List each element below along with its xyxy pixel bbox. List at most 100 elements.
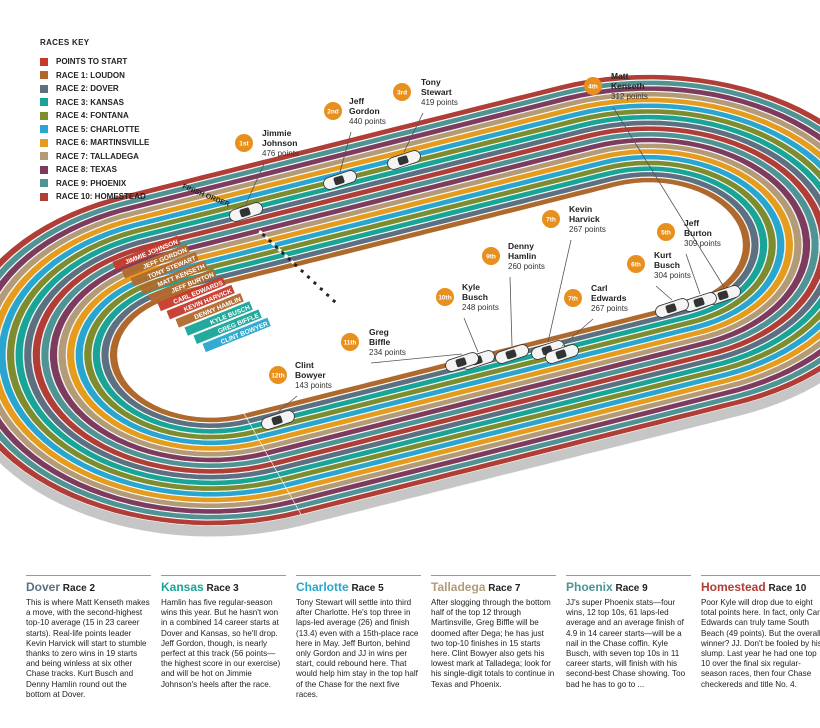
- track-lane: [14, 114, 820, 486]
- callout-leader: [463, 317, 479, 353]
- key-label: RACE 10: HOMESTEAD: [56, 192, 146, 202]
- callout-leader: [561, 318, 594, 347]
- story-heading: Dover Race 2: [26, 575, 151, 596]
- story-body: Tony Stewart will settle into third afte…: [296, 598, 419, 699]
- track-lane: [0, 85, 820, 515]
- callout-leader: [547, 239, 572, 343]
- driver-last-name: Busch: [462, 292, 488, 302]
- driver-first-name: Matt: [611, 71, 629, 81]
- rank-badge: 6th: [627, 255, 645, 273]
- race-car-icon: [445, 352, 479, 372]
- driver-last-name: Bowyer: [295, 370, 326, 380]
- story-body: Hamlin has five regular-season wins this…: [161, 598, 281, 689]
- story-heading: Phoenix Race 9: [566, 575, 691, 596]
- races-key-item: RACE 5: CHARLOTTE: [40, 123, 149, 137]
- key-label: POINTS TO START: [56, 57, 128, 67]
- story-race-number: Race 5: [348, 583, 384, 594]
- race-car-icon: [261, 410, 295, 430]
- story-track-name: Talladega: [431, 580, 486, 594]
- driver-last-name: Burton: [684, 228, 712, 238]
- rank-badge: 12th: [269, 366, 287, 384]
- driver-points: 267 points: [569, 225, 606, 234]
- race-car-icon: [683, 292, 717, 312]
- track-lane: [40, 131, 820, 469]
- races-key-item: RACE 2: DOVER: [40, 82, 149, 96]
- races-key-item: RACE 4: FONTANA: [40, 109, 149, 123]
- driver-last-name: Hamlin: [508, 251, 536, 261]
- rank-badge: 7th: [542, 210, 560, 228]
- story-body: After slogging through the bottom half o…: [431, 598, 555, 689]
- callout-leader: [685, 253, 701, 295]
- story-race-number: Race 3: [203, 583, 239, 594]
- driver-points: 143 points: [295, 381, 332, 390]
- track-lane: [0, 97, 820, 503]
- track-lane: [49, 137, 811, 463]
- rank-label: 12th: [271, 373, 284, 380]
- driver-last-name: Edwards: [591, 293, 627, 303]
- race-cars: [229, 150, 741, 430]
- story-track-name: Phoenix: [566, 580, 613, 594]
- key-swatch: [40, 165, 48, 174]
- race-car-icon: [229, 202, 263, 222]
- driver-first-name: Carl: [591, 283, 608, 293]
- track-lanes: [0, 74, 820, 537]
- key-swatch: [40, 125, 48, 134]
- driver-points: 419 points: [421, 98, 458, 107]
- rank-label: 3rd: [397, 90, 407, 97]
- key-swatch: [40, 152, 48, 161]
- driver-first-name: Kyle: [462, 282, 480, 292]
- key-swatch: [40, 179, 48, 188]
- callout-leader: [655, 285, 673, 301]
- callout-leader: [509, 276, 513, 347]
- key-label: RACE 4: FONTANA: [56, 111, 129, 121]
- rank-label: 9th: [486, 254, 496, 261]
- key-label: RACE 6: MARTINSVILLE: [56, 138, 150, 148]
- callout-leader: [277, 395, 298, 413]
- race-car-icon: [387, 150, 421, 170]
- key-label: RACE 2: DOVER: [56, 84, 119, 94]
- story-track-name: Kansas: [161, 580, 204, 594]
- track-lane: [0, 102, 820, 498]
- track-lane: [83, 159, 777, 441]
- rank-label: 11th: [343, 340, 356, 347]
- driver-first-name: Jeff: [349, 96, 364, 106]
- races-key-title: RACES KEY: [40, 38, 90, 47]
- story-heading: Talladega Race 7: [431, 575, 556, 596]
- driver-last-name: Harvick: [569, 214, 600, 224]
- track-lane: [92, 165, 768, 435]
- rank-label: 6th: [631, 262, 641, 269]
- callout-leader: [339, 131, 352, 173]
- callout-leader: [612, 106, 725, 288]
- rank-badge: 5th: [657, 223, 675, 241]
- driver-last-name: Biffle: [369, 337, 391, 347]
- track-lane: [57, 142, 803, 458]
- races-key-item: RACE 7: TALLADEGA: [40, 150, 149, 164]
- rank-badge: 7th: [564, 289, 582, 307]
- key-label: RACE 1: LOUDON: [56, 70, 125, 80]
- story-body: JJ's super Phoenix stats—four wins, 12 t…: [566, 598, 686, 689]
- race-car-icon: [655, 298, 689, 318]
- rank-badge: 3rd: [393, 83, 411, 101]
- story-body: This is where Matt Kenseth makes a move,…: [26, 598, 150, 699]
- rank-badge: 1st: [235, 134, 253, 152]
- key-label: RACE 3: KANSAS: [56, 97, 125, 107]
- race-car-icon: [323, 170, 357, 190]
- story-race-number: Race 9: [612, 583, 648, 594]
- driver-first-name: Greg: [369, 327, 389, 337]
- driver-first-name: Denny: [508, 241, 534, 251]
- races-key-list: POINTS TO START RACE 1: LOUDON RACE 2: DOV…: [40, 55, 149, 204]
- driver-points: 476 points: [262, 149, 299, 158]
- track-lane: [32, 125, 820, 475]
